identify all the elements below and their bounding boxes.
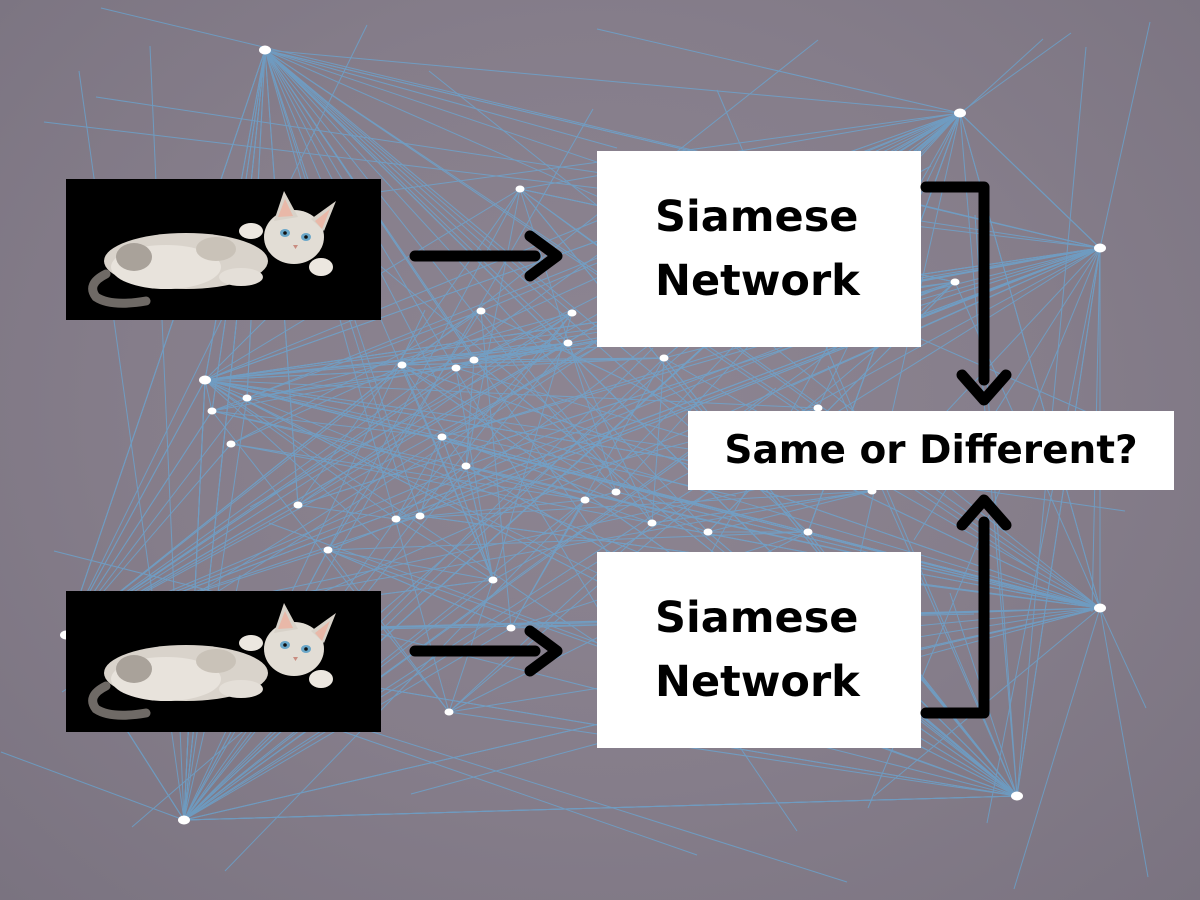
top-siamese-network-box: Siamese Network bbox=[597, 151, 921, 347]
same-or-different-box: Same or Different? bbox=[688, 411, 1174, 490]
cat-illustration bbox=[88, 603, 336, 720]
bottom-network-label-line1: Siamese bbox=[655, 593, 859, 643]
bottom-input-image bbox=[66, 591, 381, 732]
cat-photo bbox=[88, 603, 336, 720]
cat-photo bbox=[88, 191, 336, 308]
top-network-label-line2: Network bbox=[655, 256, 860, 306]
bottom-network-label-line2: Network bbox=[655, 657, 860, 707]
top-input-image bbox=[66, 179, 381, 320]
cat-illustration bbox=[88, 191, 336, 308]
same-or-different-label: Same or Different? bbox=[724, 428, 1138, 473]
top-network-label-line1: Siamese bbox=[655, 192, 859, 242]
bottom-siamese-network-box: Siamese Network bbox=[597, 552, 921, 748]
